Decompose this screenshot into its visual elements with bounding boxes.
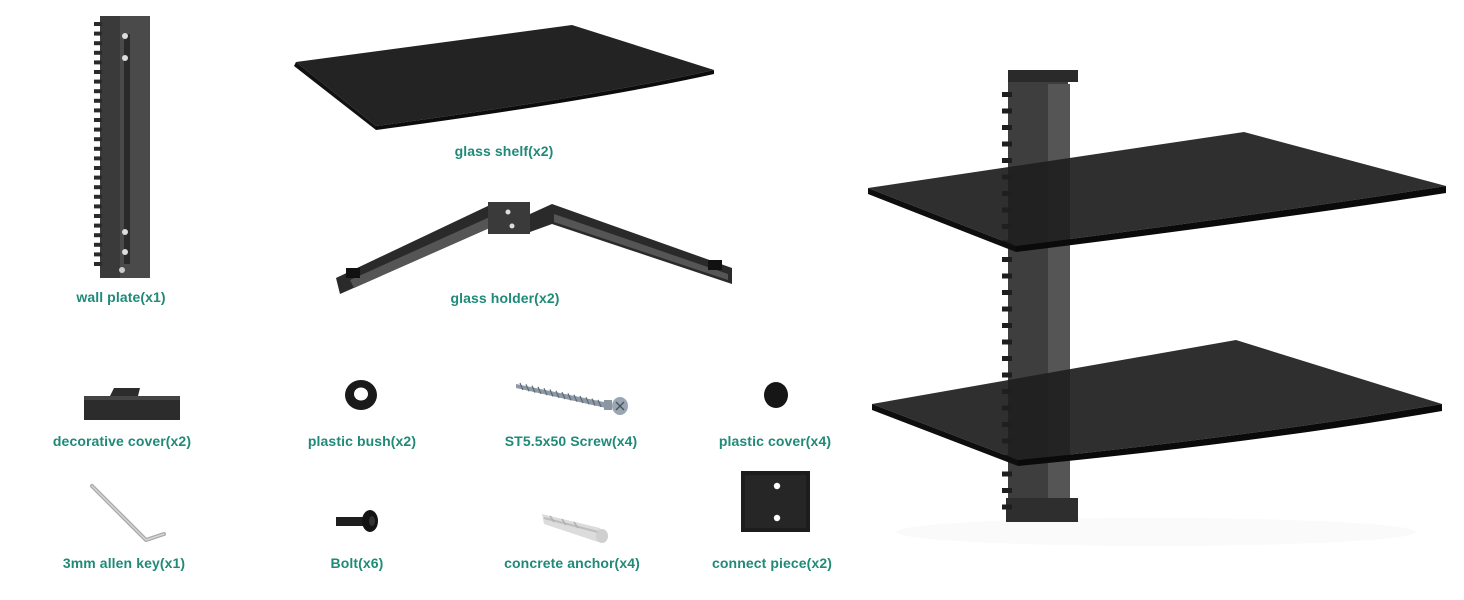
screw-label: ST5.5x50 Screw(x4) bbox=[504, 433, 638, 449]
glass-shelf-label: glass shelf(x2) bbox=[454, 143, 554, 159]
plastic-bush-label: plastic bush(x2) bbox=[307, 433, 417, 449]
connect-piece-label: connect piece(x2) bbox=[712, 555, 832, 571]
plastic-bush-image bbox=[343, 378, 379, 412]
glass-holder-image bbox=[332, 194, 736, 300]
concrete-anchor-image bbox=[540, 510, 612, 544]
plastic-cover-label: plastic cover(x4) bbox=[718, 433, 832, 449]
connect-piece-image bbox=[740, 470, 812, 534]
decorative-cover-label: decorative cover(x2) bbox=[52, 433, 192, 449]
glass-holder-label: glass holder(x2) bbox=[450, 290, 560, 306]
decorative-cover-image bbox=[82, 386, 182, 422]
bolt-label: Bolt(x6) bbox=[330, 555, 384, 571]
screw-image bbox=[514, 378, 632, 418]
concrete-anchor-label: concrete anchor(x4) bbox=[504, 555, 640, 571]
allen-key-label: 3mm allen key(x1) bbox=[62, 555, 186, 571]
allen-key-image bbox=[88, 482, 170, 550]
wall-plate-image bbox=[92, 14, 156, 280]
wall-plate-label: wall plate(x1) bbox=[76, 289, 166, 305]
plastic-cover-image bbox=[762, 380, 790, 410]
assembled-shelf-image bbox=[866, 62, 1450, 546]
bolt-image bbox=[334, 508, 380, 534]
glass-shelf-image bbox=[292, 22, 718, 132]
